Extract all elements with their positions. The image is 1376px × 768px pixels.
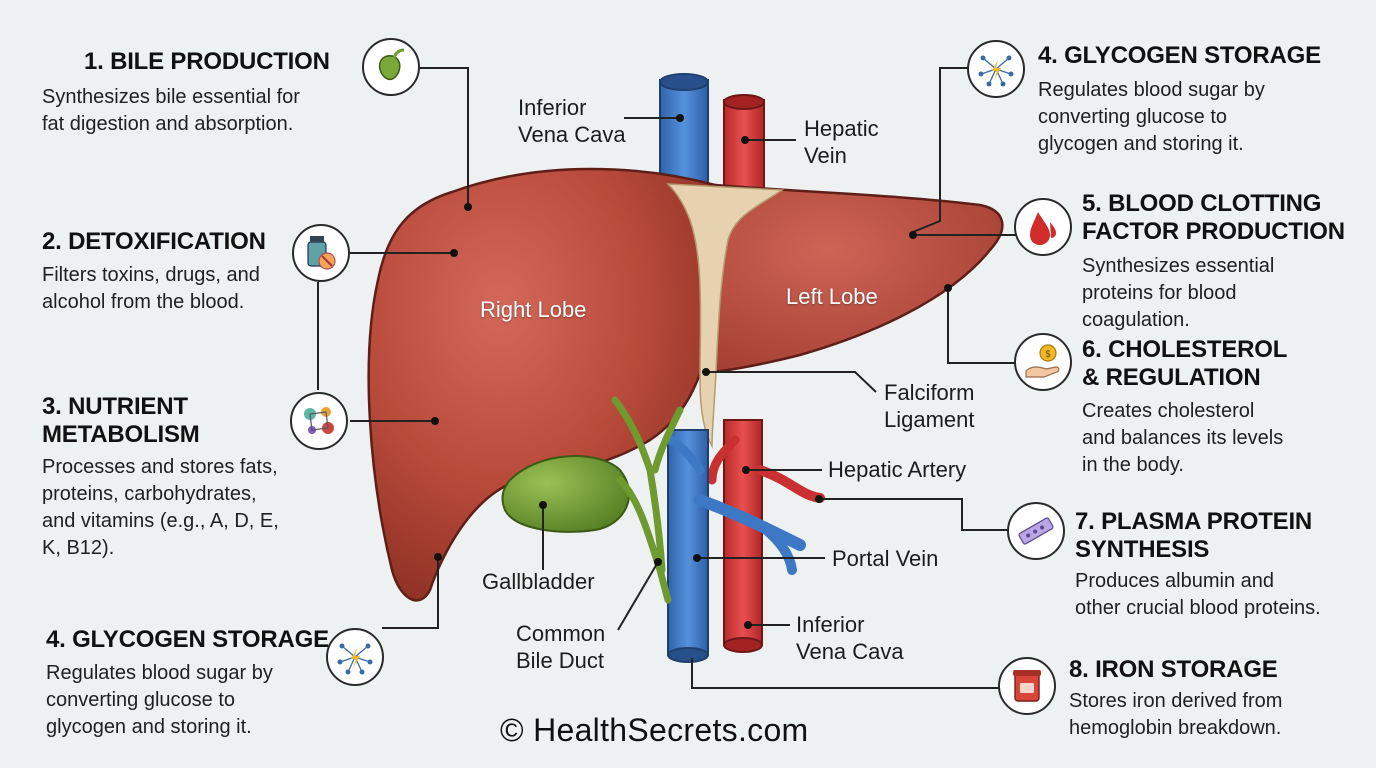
- energy-network-icon: [967, 40, 1025, 98]
- bile-production-title: 1. BILE PRODUCTION: [84, 48, 330, 75]
- gallbladder-label: Gallbladder: [482, 569, 595, 594]
- energy-network-icon: [326, 628, 384, 686]
- iron-storage-title: 8. IRON STORAGE: [1069, 656, 1278, 683]
- left-lobe-label: Left Lobe: [786, 284, 878, 309]
- connector-lines: [317, 67, 1016, 689]
- svg-text:$: $: [1045, 349, 1051, 360]
- hepatic-vein-upper: [723, 94, 765, 201]
- gallbladder: [501, 455, 631, 533]
- portal-vein-branches: [665, 435, 806, 575]
- ivc-lower: [667, 429, 709, 663]
- cholesterol-title: 6. CHOLESTEROL& REGULATION: [1082, 336, 1288, 391]
- hepatic-artery-lower: [707, 419, 825, 653]
- iron-container-icon: [998, 657, 1056, 715]
- hand-coin-icon: $: [1014, 333, 1072, 391]
- gallbladder-icon: [362, 38, 420, 96]
- bile-duct: [611, 396, 684, 604]
- ivc-upper: [659, 73, 709, 191]
- glycogen-storage-right-title: 4. GLYCOGEN STORAGE: [1038, 42, 1321, 69]
- right-lobe-label: Right Lobe: [480, 297, 587, 322]
- glycogen-storage-left-title: 4. GLYCOGEN STORAGE: [46, 626, 329, 653]
- molecules-icon: [290, 392, 348, 450]
- connector-dots: [431, 114, 952, 629]
- footer-copyright: © HealthSecrets.com: [500, 712, 809, 748]
- protein-bar-icon: [1007, 502, 1065, 560]
- nutrient-metabolism-desc: Processes and stores fats,proteins, carb…: [42, 456, 279, 559]
- falciform-ligament: [666, 183, 785, 449]
- portal-vein-label: Portal Vein: [832, 546, 939, 571]
- hepatic-artery-label: Hepatic Artery: [828, 457, 967, 482]
- medicine-bottle-icon: [292, 224, 350, 282]
- blood-drop-icon: [1014, 198, 1072, 256]
- left-lobe: [710, 183, 1004, 374]
- detoxification-title: 2. DETOXIFICATION: [42, 228, 266, 255]
- right-lobe: [367, 167, 717, 602]
